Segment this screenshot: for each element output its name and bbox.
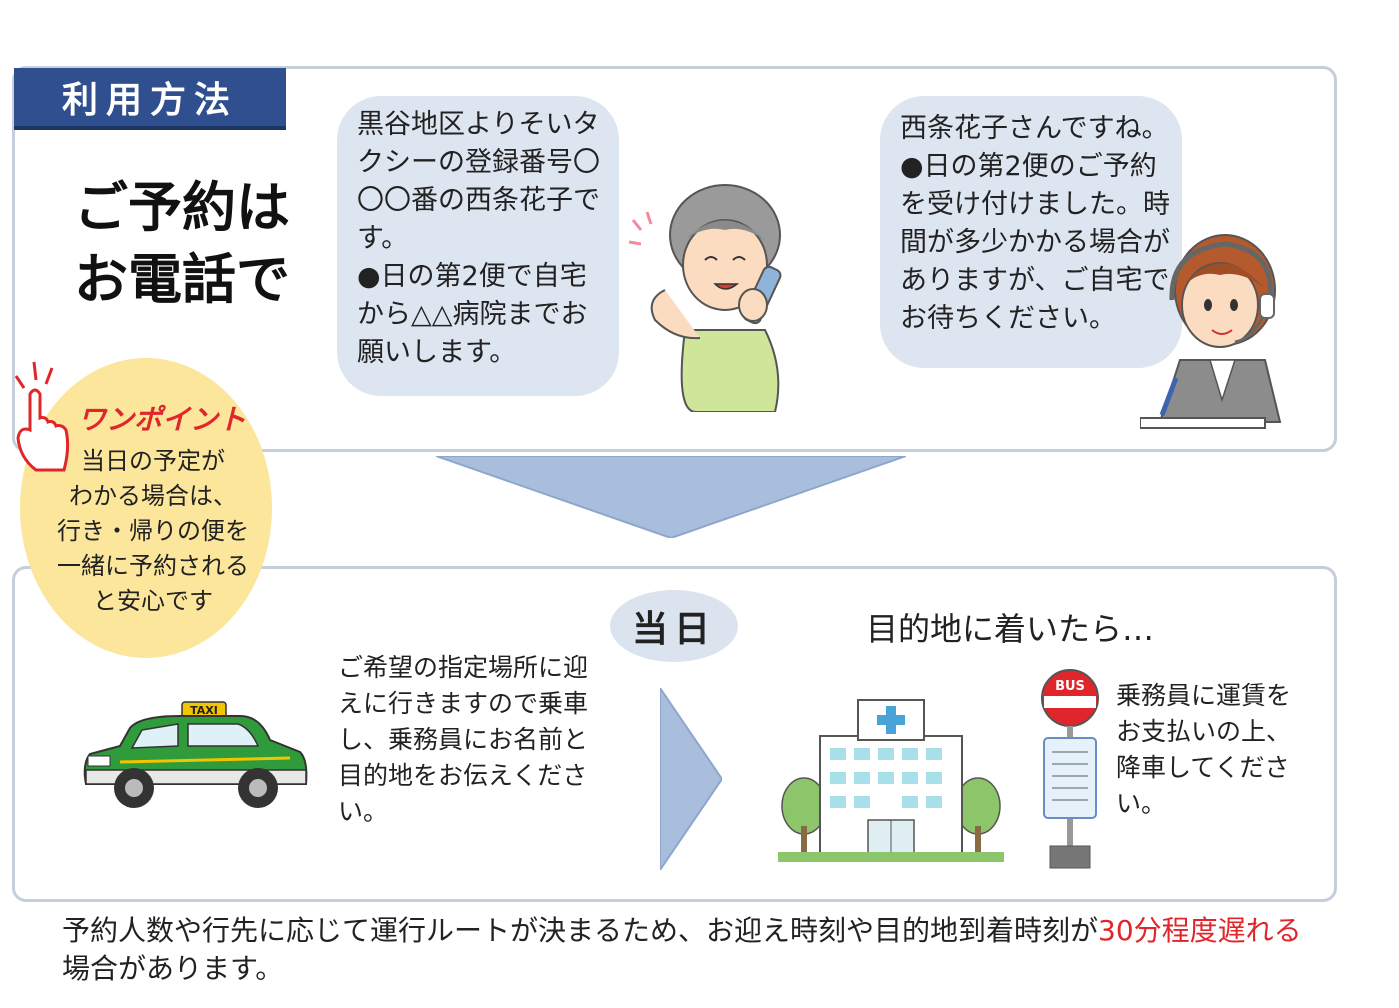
one-point-title: ワンポイント	[78, 403, 247, 436]
operator-headset-illustration	[1140, 234, 1282, 429]
taxi-illustration: TAXI	[83, 701, 308, 808]
elderly-woman-phone-illustration	[628, 184, 782, 412]
delay-notice-tail: 場合があります。	[62, 952, 284, 985]
delay-notice: 予約人数や行先に応じて運行ルートが決まるため、お迎え時刻や目的地到着時刻が30分…	[62, 912, 1322, 988]
section-label: 利用方法	[14, 68, 286, 130]
delay-notice-highlight: 30分程度遅れる	[1098, 914, 1302, 947]
passenger-speech-bubble: 黒谷地区よりそいタクシーの登録番号〇〇〇番の西条花子です。 ●日の第2便で自宅か…	[337, 96, 619, 396]
passenger-speech-text: 黒谷地区よりそいタクシーの登録番号〇〇〇番の西条花子です。 ●日の第2便で自宅か…	[357, 109, 600, 368]
operator-speech-bubble: 西条花子さんですね。 ●日の第2便のご予約を受け付けました。時間が多少かかる場合…	[880, 96, 1182, 368]
pickup-instructions: ご希望の指定場所に迎えに行きますので乗車し、乗務員にお名前と目的地をお伝えくださ…	[338, 653, 589, 826]
reservation-heading-line1: ご予約は	[74, 176, 290, 239]
right-arrow	[660, 688, 722, 870]
operator-speech-text: 西条花子さんですね。 ●日の第2便のご予約を受け付けました。時間が多少かかる場合…	[900, 113, 1170, 334]
pointing-hand-icon	[14, 361, 70, 472]
delay-notice-text: 予約人数や行先に応じて運行ルートが決まるため、お迎え時刻や目的地到着時刻が	[62, 914, 1099, 947]
hospital-illustration	[778, 699, 1004, 862]
bus-stop-sign-illustration: BUS	[1041, 669, 1099, 869]
one-point-body: 当日の予定が わかる場合は、 行き・帰りの便を 一緒に予約される と安心です	[57, 447, 249, 615]
day-of-badge: 当日	[610, 590, 738, 662]
fare-instructions: 乗務員に運賃をお支払いの上、降車してください。	[1116, 681, 1292, 818]
reservation-heading-line2: お電話で	[74, 248, 290, 311]
down-arrow	[436, 456, 906, 538]
reservation-heading: ご予約は お電話で	[74, 172, 314, 316]
one-point-tip-bubble	[20, 358, 272, 658]
bus-stop-label: BUS	[1055, 679, 1085, 694]
taxi-roof-sign: TAXI	[190, 704, 218, 717]
arrival-heading: 目的地に着いたら…	[866, 610, 1155, 648]
